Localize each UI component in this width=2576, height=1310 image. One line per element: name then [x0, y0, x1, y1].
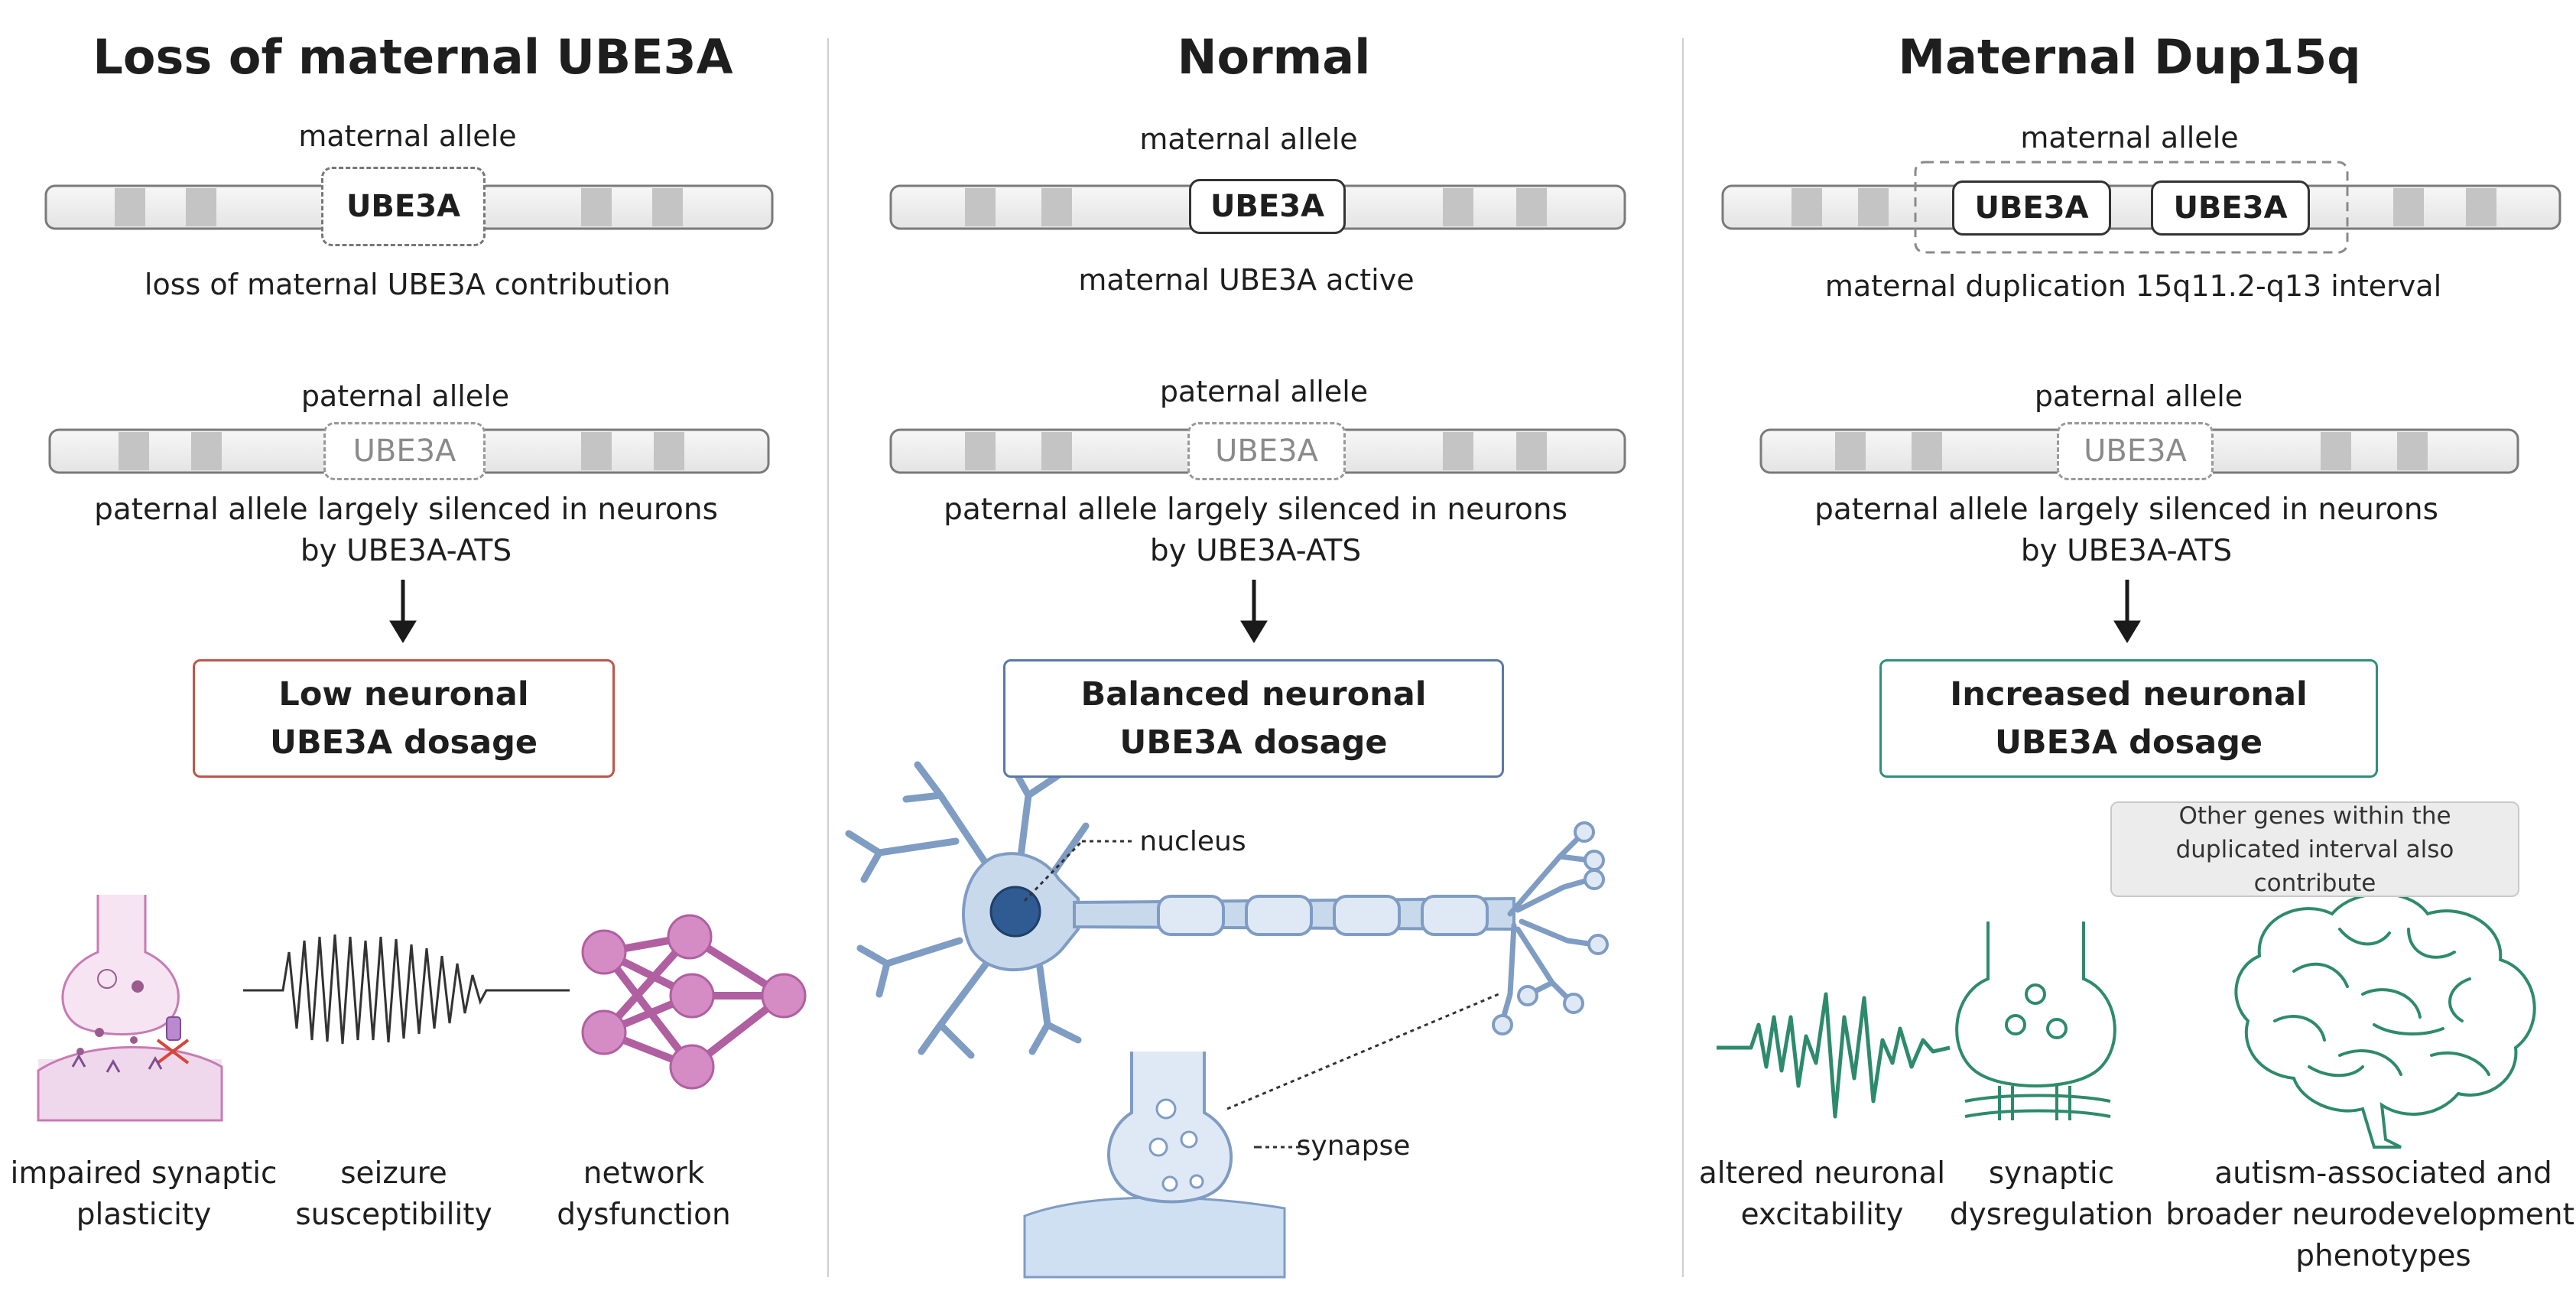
dosage-dup-line-2: UBE3A dosage: [1994, 723, 2263, 762]
paternal-caption-dup-1: paternal allele largely silenced in neur…: [1814, 492, 2438, 527]
gene-ube3a-maternal-normal: UBE3A: [1189, 179, 1346, 234]
paternal-caption-normal-1: paternal allele largely silenced in neur…: [944, 492, 1567, 527]
dosage-loss-line-2: UBE3A dosage: [269, 723, 538, 762]
gene-ube3a-maternal-dup-2: UBE3A: [2151, 180, 2310, 236]
dosage-normal-line-1: Balanced neuronal: [1080, 675, 1427, 714]
panel-title-loss: Loss of maternal UBE3A: [93, 29, 733, 85]
paternal-label-loss: paternal allele: [300, 379, 510, 413]
maternal-label-loss: maternal allele: [298, 119, 517, 153]
synapse-icon: [1955, 922, 2116, 1120]
chromosome-maternal-dup: [1721, 161, 2561, 254]
synapse-label: synapse: [1296, 1130, 1411, 1162]
maternal-label-normal: maternal allele: [1139, 122, 1358, 156]
dosage-normal-line-2: UBE3A dosage: [1119, 723, 1388, 762]
eeg-wave-icon: [243, 934, 570, 1045]
network-icon: [581, 914, 807, 1090]
eeg-wave-icon: [1717, 992, 1951, 1119]
gene-ube3a-maternal-dup-1: UBE3A: [1952, 180, 2111, 236]
panel-divider-left: [827, 38, 829, 1277]
arrow-down-icon: [1240, 580, 1268, 643]
paternal-caption-dup-2: by UBE3A-ATS: [2020, 534, 2233, 568]
nucleus-label: nucleus: [1139, 826, 1246, 857]
paternal-caption-loss-1: paternal allele largely silenced in neur…: [94, 492, 718, 527]
maternal-caption-dup: maternal duplication 15q11.2-q13 interva…: [1824, 269, 2442, 303]
maternal-caption-normal: maternal UBE3A active: [1078, 263, 1415, 297]
dosage-loss-line-1: Low neuronal: [278, 675, 529, 714]
dosage-dup-line-1: Increased neuronal: [1950, 675, 2308, 714]
brain-icon: [2234, 892, 2536, 1149]
synapse-icon: [37, 895, 223, 1122]
paternal-label-dup: paternal allele: [2034, 379, 2243, 413]
arrow-down-icon: [2113, 580, 2141, 643]
maternal-caption-loss: loss of maternal UBE3A contribution: [144, 268, 671, 301]
paternal-caption-loss-2: by UBE3A-ATS: [300, 534, 512, 568]
panel-title-dup: Maternal Dup15q: [1898, 29, 2361, 85]
maternal-label-dup: maternal allele: [2020, 121, 2239, 154]
panel-divider-right: [1682, 38, 1684, 1277]
arrow-down-icon: [389, 580, 417, 643]
neuron-icon: [845, 757, 1609, 1149]
gene-ube3a-paternal-normal: UBE3A: [1187, 422, 1346, 480]
panel-title-normal: Normal: [1177, 29, 1371, 85]
gene-ube3a-paternal-loss: UBE3A: [323, 422, 486, 480]
gene-ube3a-maternal-loss: UBE3A: [321, 167, 486, 246]
paternal-caption-normal-2: by UBE3A-ATS: [1149, 534, 1362, 568]
paternal-label-normal: paternal allele: [1159, 375, 1369, 408]
synapse-icon: [1023, 1052, 1286, 1279]
gene-ube3a-paternal-dup: UBE3A: [2057, 422, 2214, 480]
